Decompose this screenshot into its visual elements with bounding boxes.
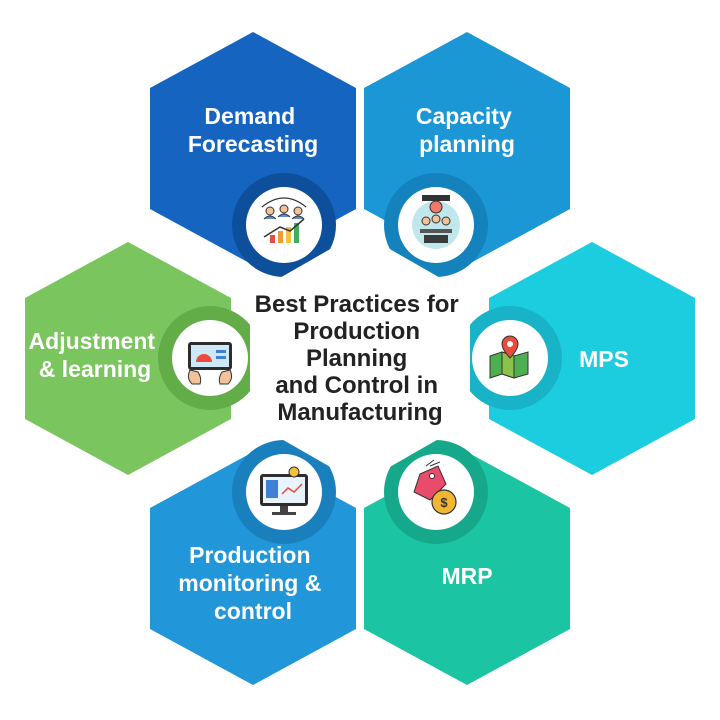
price-tag-coin-icon: $ xyxy=(413,459,457,515)
label-monitoring-line-3: control xyxy=(214,598,292,624)
center-title-line-1: Best Practices for xyxy=(255,291,459,318)
center-title: Best Practices for Production Planning a… xyxy=(255,291,466,426)
label-production-monitoring: Production monitoring & control xyxy=(178,542,327,624)
label-mrp-line-1: MRP xyxy=(441,563,492,589)
center-title-line-5: Manufacturing xyxy=(277,399,442,426)
label-demand-line-2: Forecasting xyxy=(188,131,318,157)
tablet-touch-icon xyxy=(187,342,233,385)
label-monitoring-line-1: Production xyxy=(189,542,310,568)
label-adjustment-line-1: Adjustment xyxy=(29,328,156,354)
label-adjustment-learning: Adjustment & learning xyxy=(29,328,162,382)
monitor-dashboard-icon xyxy=(260,466,308,515)
center-title-line-2: Production xyxy=(293,318,420,345)
label-capacity-planning: Capacity planning xyxy=(416,103,518,157)
hex-mps xyxy=(489,242,695,475)
map-pin-icon xyxy=(489,335,529,379)
analytics-team-icon xyxy=(261,197,307,243)
label-demand-forecasting: Demand Forecasting xyxy=(188,103,318,157)
svg-text:$: $ xyxy=(440,495,448,510)
center-title-line-3: Planning xyxy=(306,345,407,372)
center-title-line-4: and Control in xyxy=(275,372,438,399)
label-capacity-line-1: Capacity xyxy=(416,103,512,129)
meeting-team-icon xyxy=(412,195,460,249)
label-adjustment-line-2: & learning xyxy=(39,356,151,382)
label-demand-line-1: Demand xyxy=(204,103,295,129)
center-hexagon xyxy=(250,232,470,484)
label-mrp: MRP xyxy=(441,563,492,589)
label-monitoring-line-2: monitoring & xyxy=(178,570,321,596)
label-capacity-line-2: planning xyxy=(419,131,515,157)
hex-adjustment-learning xyxy=(25,242,231,475)
label-mps: MPS xyxy=(579,346,629,372)
icon-circle-demand xyxy=(246,187,322,263)
label-mps-line-1: MPS xyxy=(579,346,629,372)
